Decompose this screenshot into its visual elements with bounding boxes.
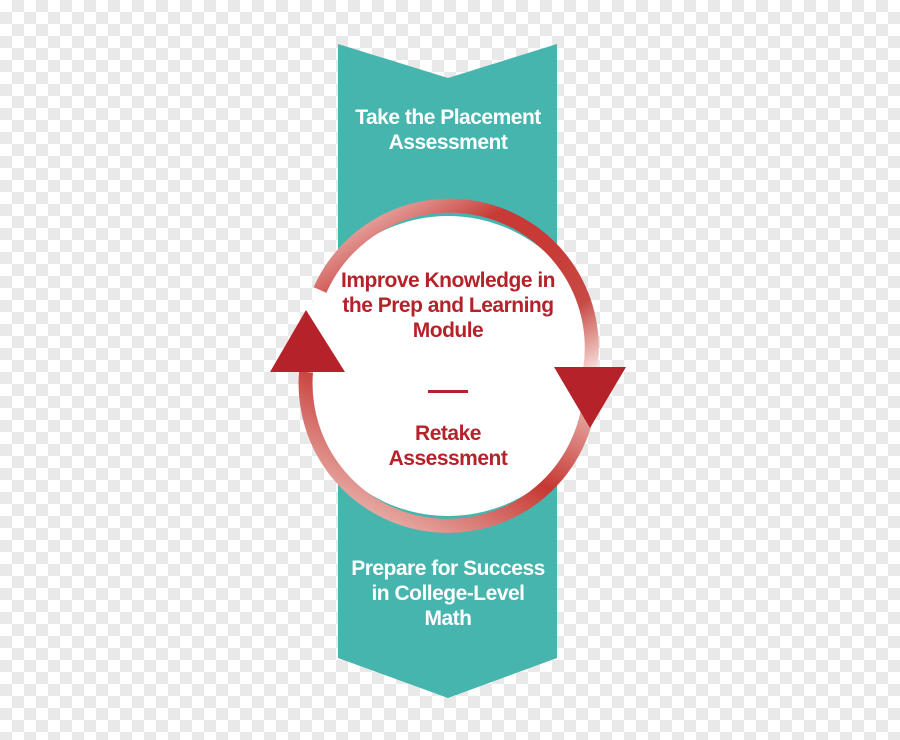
- arrow-down-icon: [554, 367, 626, 428]
- step-retake-assessment: Retake Assessment: [388, 422, 508, 470]
- step-improve-knowledge: Improve Knowledge in the Prep and Learni…: [340, 269, 556, 342]
- arrow-up-icon: [270, 310, 345, 372]
- cycle-ring-right-arc: [313, 198, 599, 372]
- step-prepare-for-success: Prepare for Success in College-Level Mat…: [351, 557, 545, 630]
- divider-line: [428, 390, 468, 393]
- step-take-placement-assessment: Take the Placement Assessment: [355, 106, 541, 154]
- center-circle: [298, 216, 598, 516]
- cycle-ring-left-arc: [298, 371, 597, 533]
